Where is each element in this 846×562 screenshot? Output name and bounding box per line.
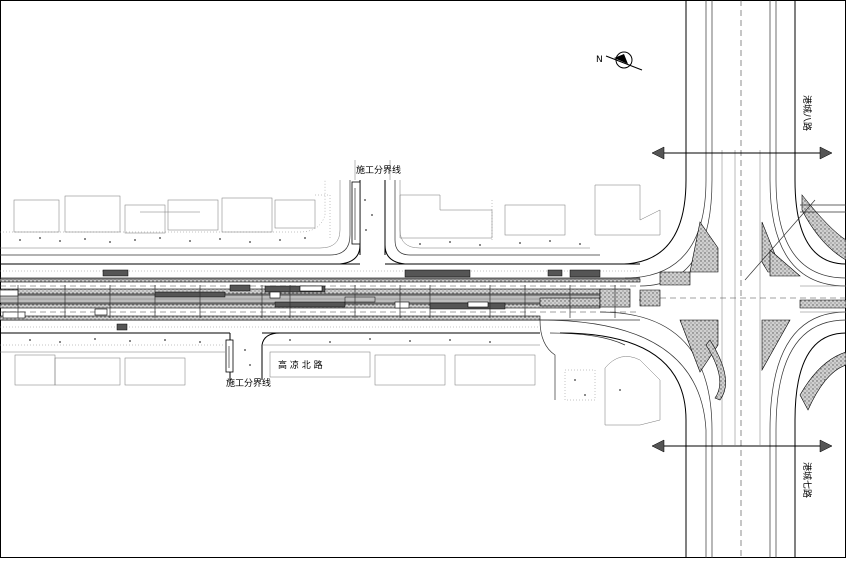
side-street-south <box>225 332 281 380</box>
section-arrow-icon <box>819 439 833 453</box>
cross-road-south-label: 港城七路 <box>801 462 813 498</box>
side-street-north <box>339 180 406 265</box>
site-point-symbols <box>19 199 826 396</box>
north-arrow-icon <box>605 51 643 71</box>
buildings-north <box>13 184 661 240</box>
southeast-parcel <box>539 319 661 426</box>
traffic-islands <box>639 194 846 411</box>
structure-bars <box>0 269 601 331</box>
section-lines <box>651 146 846 453</box>
north-label: N <box>596 55 603 65</box>
buildings-south <box>0 344 540 386</box>
cross-road-north-label: 港城八路 <box>801 95 813 131</box>
construction-boundary-label-bottom: 施工分界线 <box>226 377 271 389</box>
section-arrow-icon <box>651 439 665 453</box>
section-arrow-icon <box>651 146 665 160</box>
chainage-ticks <box>17 285 616 318</box>
curb-lines-north <box>0 160 600 256</box>
main-road-label: 高 凉 北 路 <box>278 359 323 371</box>
construction-boundary-label-top: 施工分界线 <box>356 164 401 176</box>
section-arrow-icon <box>819 146 833 160</box>
